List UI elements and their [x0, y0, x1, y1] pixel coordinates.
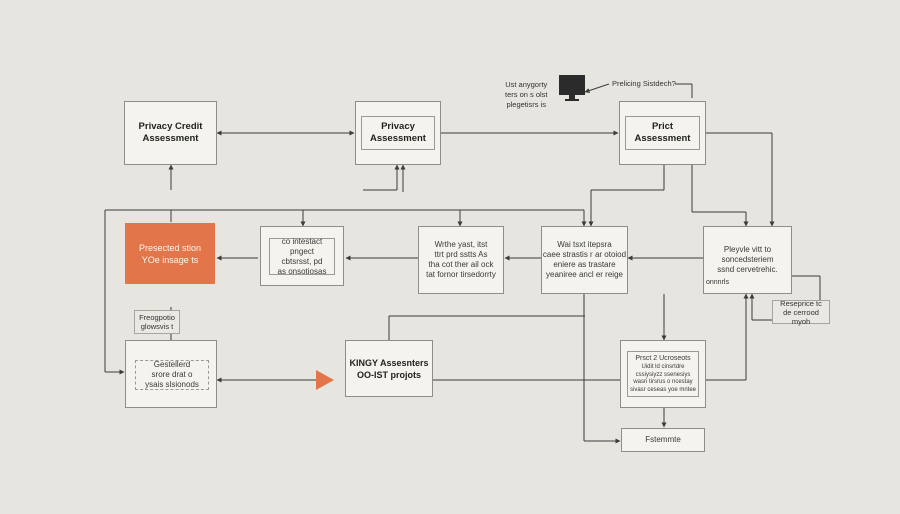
node-text-line: as onsotiosas: [277, 266, 327, 276]
node-text-line: eniere as trastare: [553, 260, 616, 269]
note-line: Ust anygorty: [505, 80, 548, 89]
node-text-line: Prict Assessment: [634, 121, 691, 144]
tag-line: Reseprice tc: [780, 298, 822, 308]
node-text-line: ssnd cervetrehic.: [717, 265, 778, 274]
node-text-line: OO-IST projots: [356, 369, 421, 380]
node-inner-frame: Gestellerd srore drat o ysais slsionods: [135, 360, 209, 390]
node-text-line: wasri tirsrus o ncestay: [633, 379, 693, 385]
node-text-line: Gestellerd: [153, 360, 191, 369]
node-text-line: sivasr ceseas yoe mntee: [629, 386, 697, 393]
note-line: ters on s olst: [505, 90, 548, 99]
privacy-credit-assessment-node: Privacy Credit Assessment: [124, 101, 217, 165]
monitor-icon: [559, 75, 585, 101]
node-text-line: Uidit ld cinsrtdre: [641, 364, 685, 370]
tag-line: glowsvis t: [140, 322, 174, 331]
tag-line: Freogpotio: [139, 313, 175, 322]
node-text-line: YOe insage ts: [141, 254, 199, 265]
node-text-line: Pleyvle vitt to: [723, 245, 772, 254]
provide-node-caption: onnnrls: [706, 279, 729, 286]
right-side-tag: Reseprice tc de cerrood myoh: [772, 298, 830, 326]
node-text-line: cbtsrsst, pd: [281, 256, 323, 266]
privacy-assessment-node: Privacy Assessment: [355, 101, 441, 165]
middle-text-node: Wrthe yast, itst ttrt prd sstts As tha c…: [418, 226, 504, 294]
node-text-line: yeaniree ancl er reige: [546, 270, 623, 279]
provide-node: Pleyvle vitt to soncedsteriem ssnd cerve…: [703, 226, 792, 294]
note-line: plegetisrs is: [506, 100, 547, 109]
node-text-line: ysais slsionods: [145, 380, 199, 389]
response-node: Wai tsxt itepsra caee strastis r ar otoi…: [541, 226, 628, 294]
bottom-left-node: Gestellerd srore drat o ysais slsionods: [125, 340, 217, 408]
project-assessment-node: Prict Assessment: [619, 101, 706, 165]
node-text-line: Assessment: [370, 133, 426, 144]
project-document-node: Prsct 2 Ucroseots Uidit ld cinsrtdre css…: [620, 340, 706, 408]
node-text-line: srore drat o: [151, 370, 193, 379]
node-text-line: Assessment: [142, 133, 199, 144]
left-side-tag: Freogpotio glowsvis t: [134, 310, 180, 334]
node-inner-frame: Prsct 2 Ucroseots Uidit ld cinsrtdre css…: [627, 351, 699, 397]
monitor-note: Ust anygorty ters on s olst plegetisrs i…: [505, 80, 548, 110]
key-assessments-node: KINGY Assesnters OO-IST projots: [345, 340, 433, 397]
node-text-line: Wai tsxt itepsra: [557, 240, 612, 249]
node-text-line: KINGY Assesnters: [349, 357, 429, 368]
monitor-caption: Prelicing Sistdech?: [612, 79, 676, 88]
node-text-line: tha cot ther ail ock: [428, 260, 494, 269]
node-text-line: ttrt prd sstts As: [434, 250, 488, 259]
node-text-line: Privacy: [381, 121, 415, 132]
contact-project-node: co intestact pngect cbtsrsst, pd as onso…: [260, 226, 344, 286]
node-inner-frame: co intestact pngect cbtsrsst, pd as onso…: [269, 236, 335, 276]
tag-line: de cerrood myoh: [783, 307, 819, 326]
footnote-node: Fstemmte: [621, 428, 705, 452]
node-text-line: Wrthe yast, itst: [434, 240, 488, 249]
node-text-line: soncedsteriem: [721, 255, 774, 264]
node-inner-frame: Privacy Assessment: [361, 116, 435, 150]
node-text-line: tat fornor tirsedorrty: [426, 270, 496, 279]
node-text-line: Prsct 2 Ucroseots: [635, 355, 691, 362]
orange-highlight-node: Presected stion YOe insage ts: [125, 223, 215, 284]
node-inner-frame: Prict Assessment: [625, 116, 700, 150]
node-text-line: caee strastis r ar otoiod: [542, 250, 627, 259]
node-text-line: Presected stion: [138, 242, 202, 253]
node-text-line: Privacy Credit: [138, 121, 203, 132]
play-triangle-icon: [316, 370, 334, 390]
node-text-line: co intestact pngect: [281, 236, 323, 256]
node-text-line: cssiysiyzz ssenesiys: [635, 371, 691, 378]
